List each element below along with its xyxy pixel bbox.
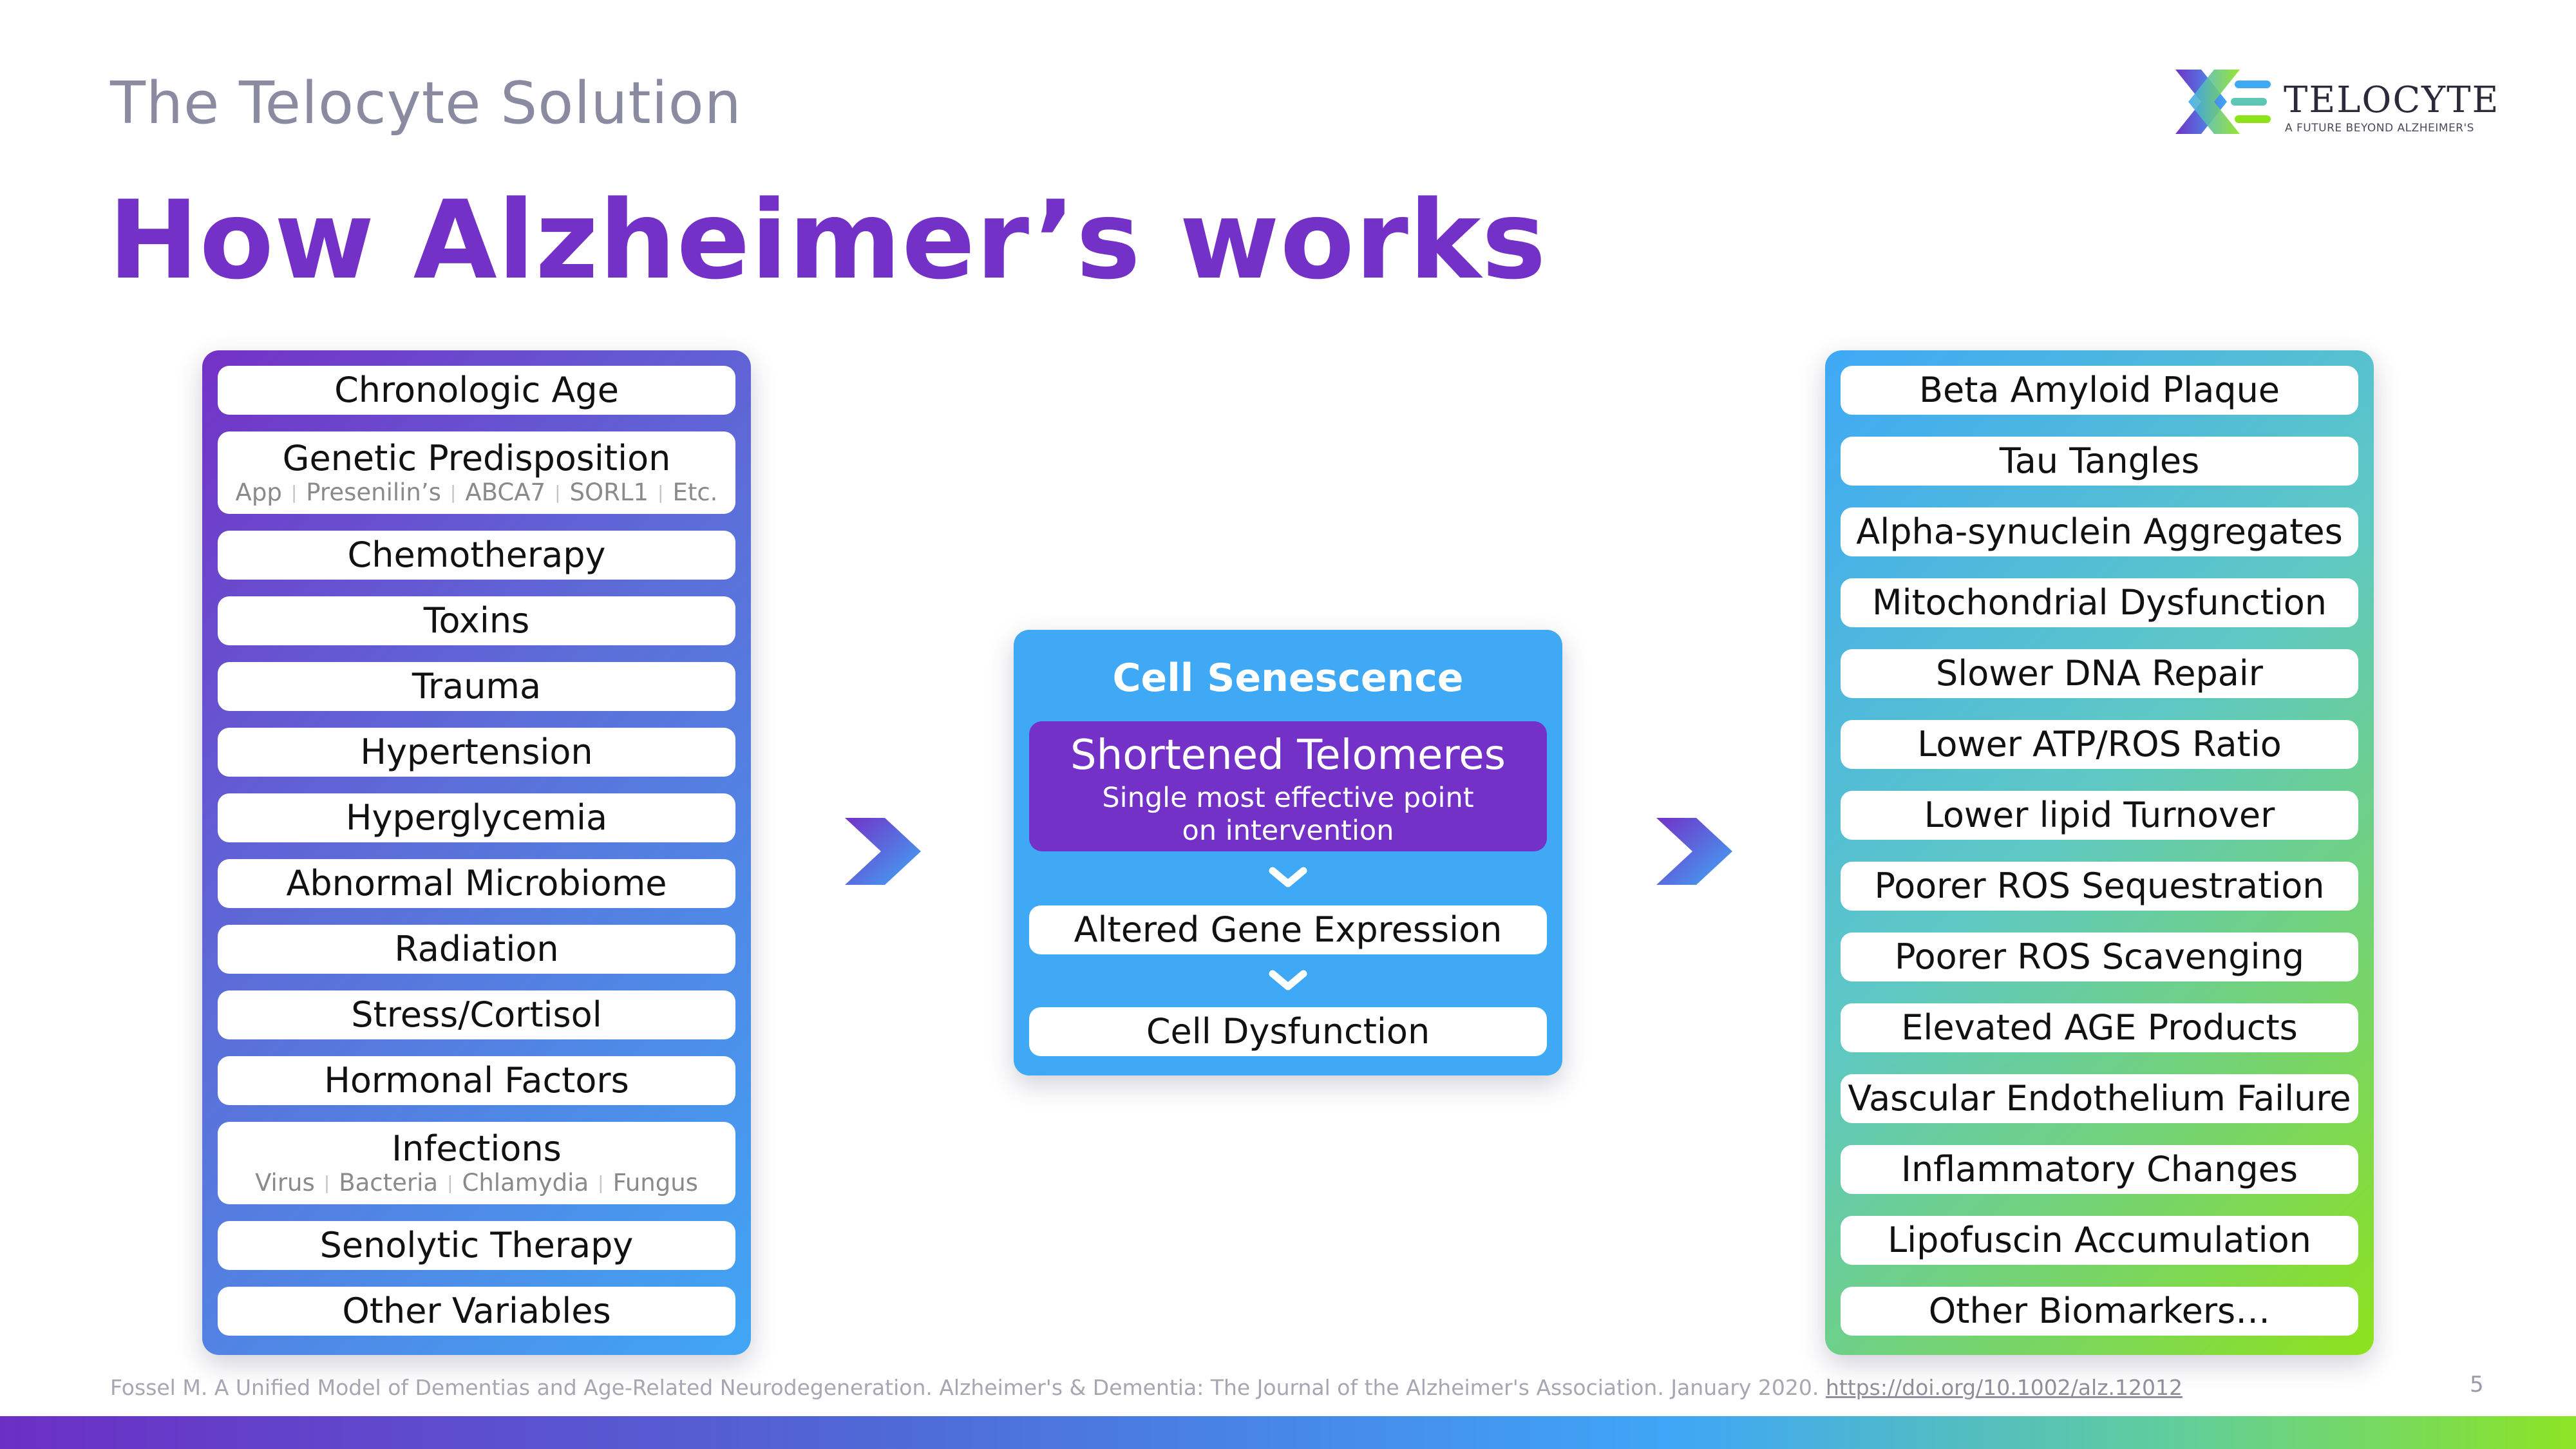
item-label: Slower DNA Repair: [1935, 652, 2264, 694]
item-sublabels: App|Presenilin’s|ABCA7|SORL1|Etc.: [235, 478, 718, 507]
cell-senescence-panel: Cell Senescence Shortened Telomeres Sing…: [1014, 630, 1562, 1075]
list-item: Radiation: [218, 925, 735, 974]
item-label: Elevated AGE Products: [1901, 1007, 2298, 1048]
list-item: Elevated AGE Products: [1841, 1003, 2358, 1052]
item-label: Genetic Predisposition: [282, 437, 671, 478]
item-label: Vascular Endothelium Failure: [1848, 1077, 2351, 1119]
shortened-telomeres-note: Single most effective point on intervent…: [1029, 782, 1547, 847]
item-label: Altered Gene Expression: [1074, 909, 1502, 950]
list-item: Infections Virus|Bacteria|Chlamydia|Fung…: [218, 1122, 735, 1204]
gradient-footer-bar: [0, 1416, 2576, 1449]
reference-citation: Fossel M. A Unified Model of Dementias a…: [110, 1375, 2183, 1400]
list-item: Other Variables: [218, 1287, 735, 1336]
logo-name: TELOCYTE: [2284, 79, 2500, 121]
list-item: Beta Amyloid Plaque: [1841, 366, 2358, 415]
shortened-telomeres-box: Shortened Telomeres Single most effectiv…: [1029, 721, 1547, 851]
list-item: Hypertension: [218, 728, 735, 777]
item-label: Chronologic Age: [334, 369, 619, 410]
item-label: Lower ATP/ROS Ratio: [1917, 723, 2282, 764]
item-label: Senolytic Therapy: [319, 1224, 634, 1265]
item-label: Tau Tangles: [1999, 440, 2200, 481]
list-item: Other Biomarkers…: [1841, 1287, 2358, 1336]
item-label: Poorer ROS Scavenging: [1894, 936, 2305, 977]
item-label: Other Variables: [342, 1290, 611, 1331]
item-label: Mitochondrial Dysfunction: [1872, 582, 2327, 623]
list-item: Lipofuscin Accumulation: [1841, 1216, 2358, 1265]
telocyte-logo: TELOCYTE A FUTURE BEYOND ALZHEIMER'S: [2175, 66, 2498, 137]
page-title: How Alzheimer’s works: [108, 177, 1547, 303]
chevron-down-icon: [1269, 867, 1307, 887]
list-item: Lower ATP/ROS Ratio: [1841, 720, 2358, 769]
item-label: Radiation: [394, 928, 559, 969]
telocyte-logo-icon: [2175, 70, 2271, 134]
item-label: Infections: [392, 1128, 562, 1169]
list-item: Chronologic Age: [218, 366, 735, 415]
list-item: Vascular Endothelium Failure: [1841, 1074, 2358, 1123]
list-item: Mitochondrial Dysfunction: [1841, 578, 2358, 627]
list-item: Abnormal Microbiome: [218, 859, 735, 908]
item-label: Cell Dysfunction: [1146, 1010, 1430, 1052]
item-label: Poorer ROS Sequestration: [1874, 865, 2325, 906]
list-item: Poorer ROS Sequestration: [1841, 862, 2358, 911]
item-label: Hormonal Factors: [324, 1059, 629, 1101]
item-label: Trauma: [412, 665, 542, 706]
list-item: Toxins: [218, 596, 735, 645]
cell-dysfunction-box: Cell Dysfunction: [1029, 1007, 1547, 1056]
item-label: Alpha-synuclein Aggregates: [1856, 511, 2343, 552]
logo-tagline: A FUTURE BEYOND ALZHEIMER'S: [2285, 122, 2474, 135]
citation-text: Fossel M. A Unified Model of Dementias a…: [110, 1375, 1826, 1400]
item-label: Toxins: [423, 600, 530, 641]
outcomes-panel: Beta Amyloid Plaque Tau Tangles Alpha-sy…: [1825, 350, 2374, 1355]
item-label: Chemotherapy: [347, 534, 606, 575]
note-line-1: Single most effective point: [1102, 782, 1474, 814]
list-item: Lower lipid Turnover: [1841, 791, 2358, 840]
page-number: 5: [2470, 1372, 2484, 1397]
item-label: Abnormal Microbiome: [286, 862, 667, 904]
list-item: Hyperglycemia: [218, 793, 735, 842]
list-item: Chemotherapy: [218, 531, 735, 580]
list-item: Trauma: [218, 662, 735, 711]
doi-link[interactable]: https://doi.org/10.1002/alz.12012: [1825, 1375, 2183, 1400]
item-label: Lipofuscin Accumulation: [1888, 1219, 2311, 1260]
list-item: Tau Tangles: [1841, 437, 2358, 486]
causes-panel: Chronologic Age Genetic Predisposition A…: [202, 350, 751, 1355]
section-title: The Telocyte Solution: [110, 70, 742, 137]
chevron-down-icon: [1269, 970, 1307, 990]
item-label: Hyperglycemia: [345, 797, 608, 838]
list-item: Poorer ROS Scavenging: [1841, 933, 2358, 981]
arrow-right-icon: [1656, 818, 1732, 885]
item-label: Other Biomarkers…: [1928, 1290, 2271, 1331]
list-item: Stress/Cortisol: [218, 990, 735, 1039]
list-item: Slower DNA Repair: [1841, 649, 2358, 698]
list-item: Alpha-synuclein Aggregates: [1841, 507, 2358, 556]
cell-senescence-title: Cell Senescence: [1112, 656, 1464, 701]
item-label: Stress/Cortisol: [351, 994, 602, 1035]
list-item: Senolytic Therapy: [218, 1221, 735, 1270]
altered-gene-expression-box: Altered Gene Expression: [1029, 905, 1547, 954]
shortened-telomeres-title: Shortened Telomeres: [1070, 732, 1506, 779]
list-item: Hormonal Factors: [218, 1056, 735, 1105]
item-label: Lower lipid Turnover: [1924, 794, 2275, 835]
note-line-2: on intervention: [1182, 814, 1394, 847]
item-sublabels: Virus|Bacteria|Chlamydia|Fungus: [255, 1169, 698, 1197]
item-label: Inflammatory Changes: [1901, 1148, 2298, 1189]
item-label: Beta Amyloid Plaque: [1918, 369, 2280, 410]
item-label: Hypertension: [360, 731, 593, 772]
list-item: Inflammatory Changes: [1841, 1145, 2358, 1194]
list-item: Genetic Predisposition App|Presenilin’s|…: [218, 431, 735, 514]
arrow-right-icon: [845, 818, 921, 885]
